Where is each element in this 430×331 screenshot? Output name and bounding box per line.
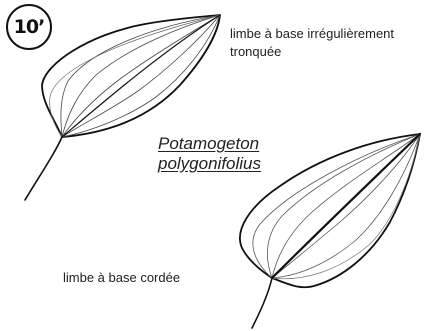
label-cordate-base: limbe à base cordée (63, 270, 180, 285)
label-truncated-base: limbe à base irrégulièrement tronquée (230, 25, 420, 61)
leaf-truncated-base-drawing (20, 5, 230, 205)
leaf-cordate-base-drawing (230, 130, 430, 330)
